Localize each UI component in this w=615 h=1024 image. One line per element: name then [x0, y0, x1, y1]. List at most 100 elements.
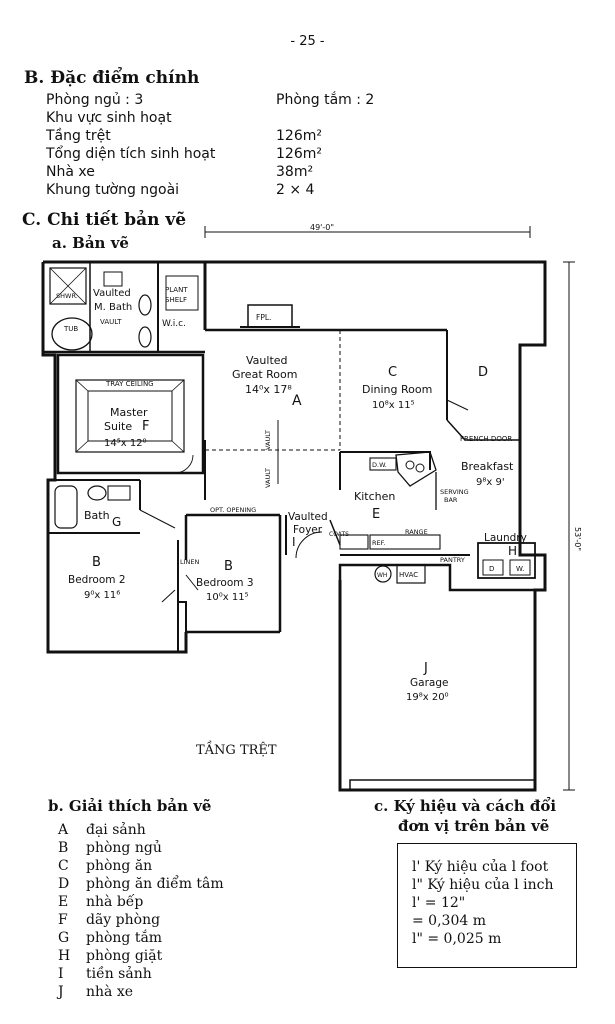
tub-label: TUB	[63, 325, 78, 333]
units-box: l' Ký hiệu của l foot l" Ký hiệu của l i…	[397, 843, 577, 968]
legend-text: phòng giặt	[86, 948, 163, 964]
water-heater-label: WH	[377, 572, 387, 579]
hvac-label: HVAC	[399, 571, 418, 579]
great-room-vaulted-label: Vaulted	[246, 354, 288, 367]
breakfast-letter: D	[478, 365, 488, 380]
garage-letter: J	[423, 661, 428, 676]
great-room-letter: A	[292, 393, 302, 409]
spec-value: Phòng tắm : 2	[276, 92, 375, 108]
spec-value: 126m²	[276, 128, 322, 144]
master-suite-letter: F	[142, 419, 149, 434]
spec-value: 126m²	[276, 146, 322, 162]
kitchen-letter: E	[372, 507, 380, 522]
bedroom-3-label: Bedroom 3	[196, 577, 254, 589]
spec-label: Phòng ngủ : 3	[46, 92, 144, 108]
legend-title: b. Giải thích bản vẽ	[48, 797, 212, 815]
pantry-label: PANTRY	[440, 556, 465, 564]
legend-text: đại sảnh	[86, 822, 146, 838]
spec-value: 2 × 4	[276, 182, 315, 198]
page-number: - 25 -	[290, 34, 325, 49]
garage-label: Garage	[410, 677, 448, 689]
laundry-label: Laundry	[484, 532, 527, 544]
units-line: l' Ký hiệu của l foot	[412, 859, 549, 875]
serving-bar-label: BAR	[444, 496, 458, 504]
dishwasher-label: D.W.	[372, 461, 387, 469]
spec-label: Khu vực sinh hoạt	[46, 110, 172, 126]
dining-room-letter: C	[388, 365, 397, 380]
floor-plan: 49'-0" 53'-0" SHWR. Vaulted M. Bath VAUL…	[41, 223, 582, 792]
legend-text: phòng tắm	[86, 930, 163, 946]
units-line: = 0,304 m	[412, 913, 486, 929]
foyer-letter: I	[292, 535, 296, 549]
dryer-label: D	[489, 565, 494, 573]
legend-letter: H	[58, 948, 71, 964]
legend-text: phòng ngủ	[86, 840, 162, 856]
linen-label: LINEN	[180, 558, 200, 566]
spec-label: Tầng trệt	[46, 128, 111, 144]
units-line: l" = 0,025 m	[412, 931, 502, 947]
breakfast-label: Breakfast	[461, 460, 514, 473]
master-bath-vaulted-label: Vaulted	[93, 288, 131, 299]
vault-label: VAULT	[264, 430, 272, 450]
foyer-vaulted-label: Vaulted	[288, 511, 328, 523]
legend-text: nhà xe	[86, 984, 134, 1000]
serving-bar-label: SERVING	[440, 488, 469, 496]
shower-label: SHWR.	[56, 292, 78, 300]
master-bath-vault-label: VAULT	[100, 318, 122, 326]
refrigerator-label: REF.	[372, 539, 385, 547]
section-b-title: B. Đặc điểm chính	[24, 68, 200, 88]
legend-text: nhà bếp	[86, 894, 144, 910]
bedroom-2-size: 9⁰x 11⁶	[84, 590, 120, 601]
laundry-letter: H	[508, 544, 517, 558]
french-door-label: FRENCH DOOR	[460, 435, 512, 443]
section-c-title: C. Chi tiết bản vẽ	[22, 210, 187, 230]
coats-label: COATS	[329, 531, 349, 538]
garage-size: 19⁸x 20⁰	[406, 692, 449, 703]
bedroom-2-letter: B	[92, 555, 101, 570]
bath-letter: G	[112, 515, 121, 529]
legend-letter: C	[58, 858, 69, 874]
legend-text: phòng ăn	[86, 858, 153, 874]
great-room-size: 14⁰x 17⁸	[245, 383, 292, 396]
floor-label: TẦNG TRỆT	[196, 740, 277, 758]
opt-opening-label: OPT. OPENING	[210, 506, 256, 514]
range-label: RANGE	[405, 528, 428, 536]
bath-label: Bath	[84, 509, 110, 522]
legend-letter: I	[58, 966, 64, 982]
master-suite-size: 14⁵x 12⁰	[104, 438, 147, 449]
breakfast-size: 9⁸x 9'	[476, 477, 505, 488]
wic-label: W.i.c.	[162, 319, 186, 329]
dining-room-label: Dining Room	[362, 383, 432, 396]
fireplace-label: FPL.	[256, 313, 271, 322]
bedroom-3-letter: B	[224, 559, 233, 574]
units-title: c. Ký hiệu và cách đổi	[374, 797, 557, 815]
units-line: l' = 12"	[412, 895, 466, 911]
legend-letter: E	[58, 894, 69, 910]
legend-letter: A	[58, 822, 69, 838]
legend-letter: D	[58, 876, 70, 892]
spec-label: Nhà xe	[46, 164, 95, 180]
great-room-label: Great Room	[232, 368, 297, 381]
kitchen-label: Kitchen	[354, 490, 395, 503]
dining-room-size: 10⁸x 11⁵	[372, 400, 415, 411]
spec-label: Tổng diện tích sinh hoạt	[46, 146, 216, 162]
vault-label: VAULT	[264, 468, 272, 488]
legend-text: phòng ăn điểm tâm	[86, 876, 224, 892]
washer-label: W.	[516, 565, 524, 573]
depth-dimension: 53'-0"	[573, 527, 582, 551]
plant-shelf-label: PLANT	[165, 286, 188, 294]
tray-ceiling-label: TRAY CEILING	[105, 380, 154, 388]
units-title: đơn vị trên bản vẽ	[398, 817, 550, 835]
master-suite-label: Suite	[104, 420, 132, 433]
bedroom-2-label: Bedroom 2	[68, 574, 126, 586]
legend-letter: G	[58, 930, 70, 946]
bedroom-3-size: 10⁰x 11⁵	[206, 592, 249, 603]
legend-text: tiền sảnh	[86, 966, 152, 982]
section-c-sub-a: a. Bản vẽ	[52, 234, 129, 252]
units-line: l" Ký hiệu của l inch	[412, 877, 554, 893]
legend-letter: B	[58, 840, 69, 856]
master-suite-label: Master	[110, 406, 148, 419]
spec-value: 38m²	[276, 164, 314, 180]
legend-letter: J	[58, 984, 64, 1000]
foyer-label: Foyer	[293, 524, 323, 536]
